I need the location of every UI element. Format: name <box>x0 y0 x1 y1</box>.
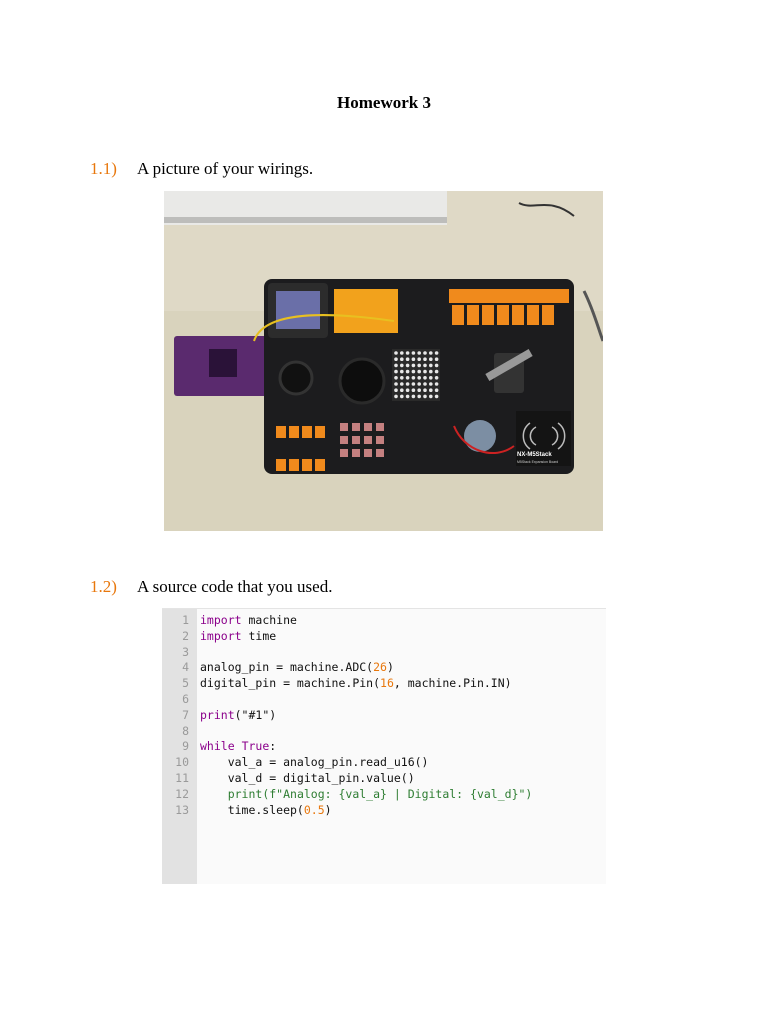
line-number: 5 <box>182 676 189 691</box>
line-number: 13 <box>175 802 189 817</box>
code-token: val_a = analog_pin.read_u16() <box>200 755 429 770</box>
code-text: val_a = analog_pin.read_u16() <box>189 755 429 771</box>
code-token: print <box>200 707 235 722</box>
code-token: while <box>200 739 235 754</box>
line-number: 4 <box>182 660 189 675</box>
line-number: 2 <box>182 628 189 643</box>
code-text: val_d = digital_pin.value() <box>189 771 415 787</box>
code-token: 0.5 <box>303 802 325 817</box>
code-token <box>200 787 228 801</box>
code-text: import time <box>189 629 276 645</box>
code-line: 10 val_a = analog_pin.read_u16() <box>162 755 606 771</box>
code-token <box>235 739 242 753</box>
code-token: ) <box>386 660 394 675</box>
code-token: True <box>241 739 270 754</box>
code-line: 12 print(f"Analog: {val_a} | Digital: {v… <box>162 787 606 803</box>
code-token: : <box>269 739 277 754</box>
question-1-text: A picture of your wirings. <box>137 159 314 178</box>
code-line: 11 val_d = digital_pin.value() <box>162 771 606 787</box>
code-text: time.sleep(0.5) <box>189 803 332 819</box>
line-number: 8 <box>182 723 189 738</box>
board-sublabel: M5Stack Expansion Board <box>517 460 558 464</box>
line-number: 11 <box>175 770 189 785</box>
code-token: time <box>241 628 277 643</box>
document-title: Homework 3 <box>337 93 431 112</box>
code-text: digital_pin = machine.Pin(16, machine.Pi… <box>189 676 512 692</box>
code-token: import <box>200 628 242 643</box>
code-token: analog_pin = machine.ADC( <box>200 660 374 675</box>
code-text: print(f"Analog: {val_a} | Digital: {val_… <box>189 786 533 803</box>
line-number: 7 <box>182 707 189 722</box>
code-token: time.sleep( <box>200 802 304 817</box>
wiring-photo: NX-M5Stack M5Stack Expansion Board <box>164 191 603 531</box>
code-token: machine <box>241 613 297 627</box>
code-text <box>189 645 200 661</box>
code-line: 8 <box>162 724 606 740</box>
line-number: 10 <box>175 755 189 770</box>
code-line: 6 <box>162 692 606 708</box>
code-text <box>189 692 200 708</box>
line-number: 12 <box>175 786 189 801</box>
question-2-number: 1.2) <box>90 577 117 596</box>
code-token: ("#1") <box>234 707 277 722</box>
code-token: digital_pin = machine.Pin( <box>200 676 381 691</box>
code-token: print(f"Analog: {val_a} | Digital: {val_… <box>227 786 533 801</box>
board-label: NX-M5Stack <box>517 452 552 458</box>
code-token: val_d = digital_pin.value() <box>200 770 415 785</box>
question-1: 1.1) A picture of your wirings. <box>90 159 313 179</box>
line-number: 1 <box>182 613 189 627</box>
code-text <box>189 724 200 740</box>
code-token: import <box>200 613 242 627</box>
line-number: 6 <box>182 691 189 706</box>
code-line: 13 time.sleep(0.5) <box>162 803 606 819</box>
line-number-gutter <box>162 609 197 884</box>
code-token: , machine.Pin.IN) <box>393 676 512 691</box>
code-text: print("#1") <box>189 708 276 724</box>
question-2-text: A source code that you used. <box>137 577 333 596</box>
code-line: 3 <box>162 645 606 661</box>
code-text: analog_pin = machine.ADC(26) <box>189 660 394 676</box>
code-token: 16 <box>380 676 394 691</box>
line-number: 9 <box>182 739 189 754</box>
question-1-number: 1.1) <box>90 159 117 178</box>
code-text: import machine <box>189 613 297 629</box>
code-token: ) <box>324 802 332 817</box>
code-text: while True: <box>189 739 276 755</box>
line-number: 3 <box>182 644 189 659</box>
question-2: 1.2) A source code that you used. <box>90 577 332 597</box>
code-token: 26 <box>373 660 387 675</box>
